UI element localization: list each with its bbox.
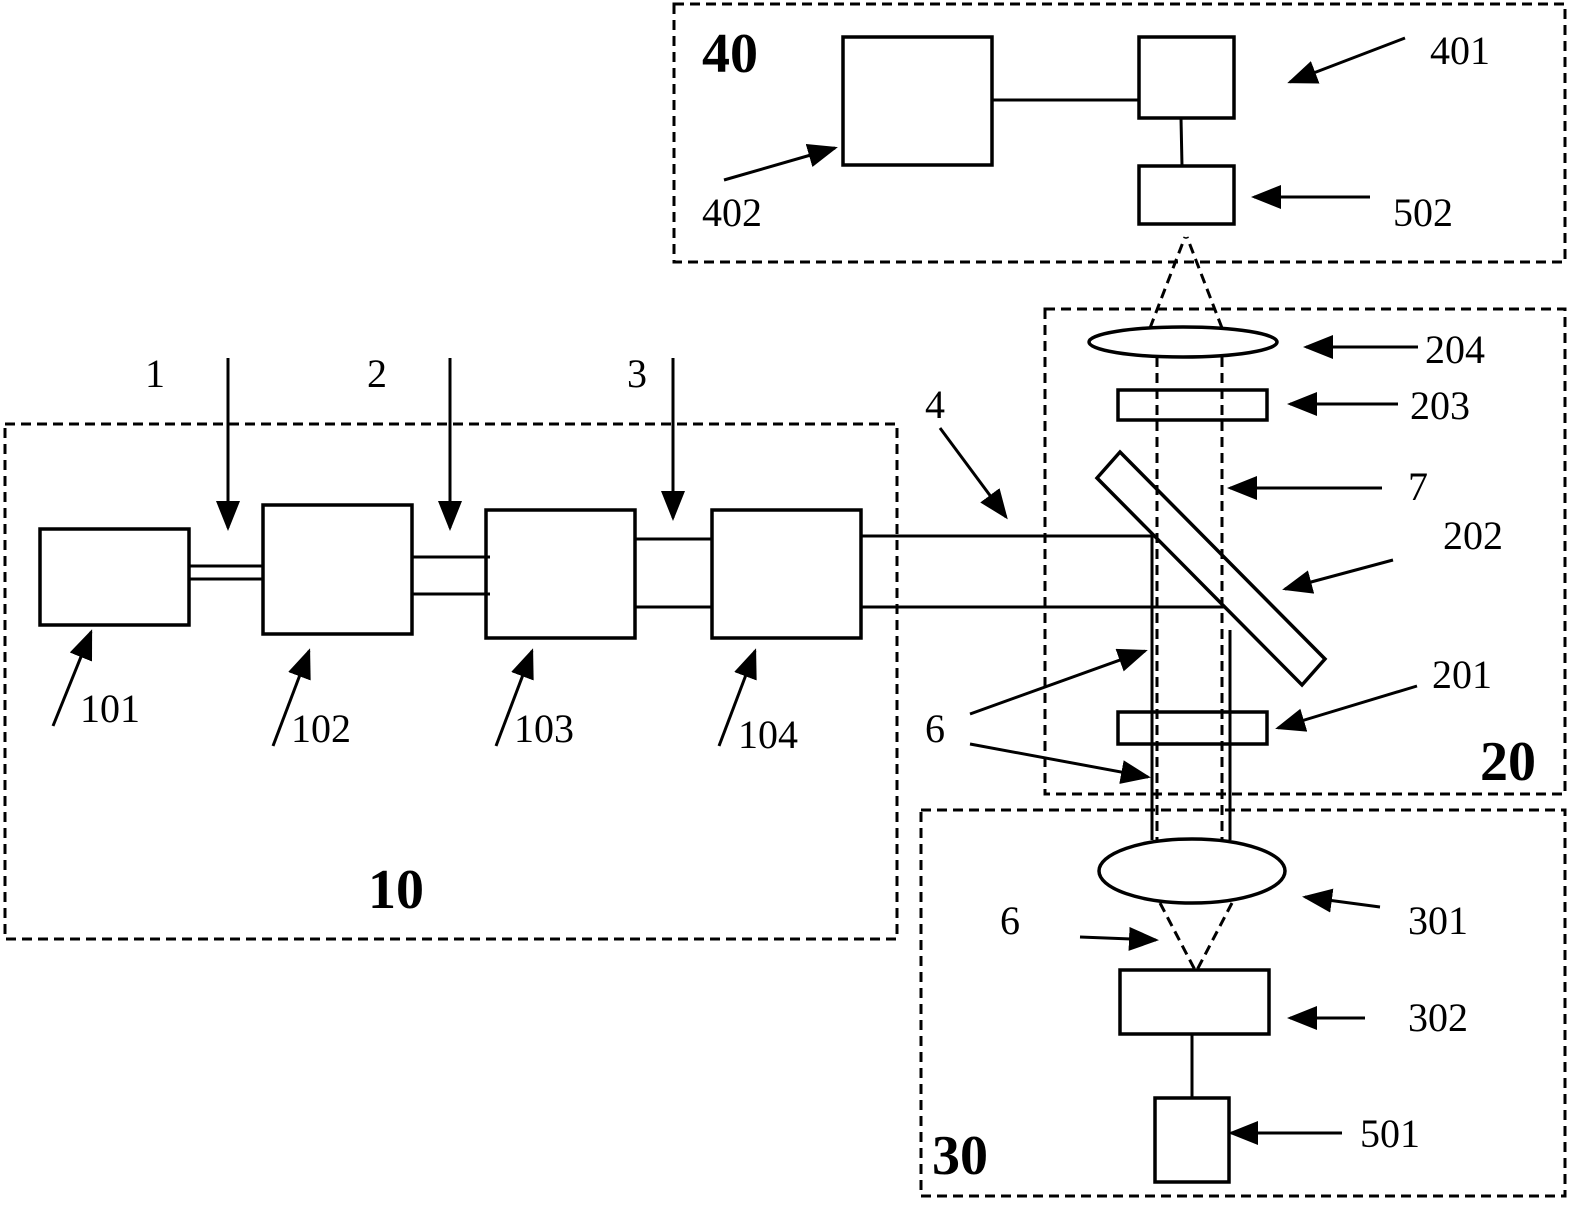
arrow-6a (969, 648, 1148, 716)
link-401-502 (1179, 117, 1184, 167)
cone-502-left (1148, 236, 1187, 329)
module-label-10: 10 (368, 859, 424, 921)
element-203 (1116, 388, 1269, 422)
label-302: 302 (1408, 995, 1468, 1040)
label-101: 101 (80, 686, 140, 731)
label-501: 501 (1360, 1111, 1420, 1156)
arrow-6b (969, 742, 1151, 784)
unit-501 (1153, 1096, 1231, 1184)
module-label-30: 30 (932, 1125, 988, 1187)
label-201: 201 (1432, 652, 1492, 697)
label-502: 502 (1393, 190, 1453, 235)
lens-301 (1097, 837, 1287, 905)
label-6b: 6 (1000, 898, 1020, 943)
arrow-201 (1275, 684, 1418, 732)
label-3: 3 (627, 351, 647, 396)
arrow-301 (1302, 888, 1381, 913)
label-7: 7 (1408, 464, 1428, 509)
label-1: 1 (145, 351, 165, 396)
arrow-202 (1282, 558, 1394, 594)
arrow-402 (723, 143, 838, 182)
module-label-20: 20 (1480, 731, 1536, 793)
label-402: 402 (702, 190, 762, 235)
component-104-box (710, 508, 863, 640)
label-104: 104 (738, 712, 798, 757)
module-30-frame (919, 808, 1567, 1198)
label-301: 301 (1408, 898, 1468, 943)
cone-502-right (1185, 236, 1224, 329)
module-40-frame (672, 2, 1567, 264)
module-label-40: 40 (702, 23, 758, 85)
element-201 (1116, 710, 1269, 746)
label-203: 203 (1410, 383, 1470, 428)
label-102: 102 (291, 706, 351, 751)
label-204: 204 (1425, 327, 1485, 372)
cone-301-right (1194, 902, 1234, 973)
arrow-6c (1079, 926, 1159, 951)
arrow-103 (494, 648, 534, 747)
component-101-box (38, 527, 191, 627)
label-202: 202 (1443, 513, 1503, 558)
cone-301-left (1158, 902, 1198, 973)
arrow-102 (271, 648, 311, 747)
arrow-104 (717, 648, 757, 747)
arrow-4 (938, 427, 1008, 520)
controller-401 (1137, 35, 1236, 120)
label-103: 103 (514, 706, 574, 751)
label-4: 4 (925, 382, 945, 427)
lens-204 (1087, 325, 1279, 359)
component-103-box (484, 508, 637, 640)
mirror-202 (1094, 449, 1328, 688)
arrow-101 (51, 629, 93, 727)
computer-402 (841, 35, 994, 167)
label-6a: 6 (925, 706, 945, 751)
component-102-box (261, 503, 414, 636)
detector-502 (1137, 164, 1236, 226)
sample-302 (1118, 968, 1271, 1036)
arrow-401 (1287, 36, 1406, 84)
module-20-frame (1043, 307, 1567, 796)
label-2: 2 (367, 351, 387, 396)
label-401: 401 (1430, 28, 1490, 73)
